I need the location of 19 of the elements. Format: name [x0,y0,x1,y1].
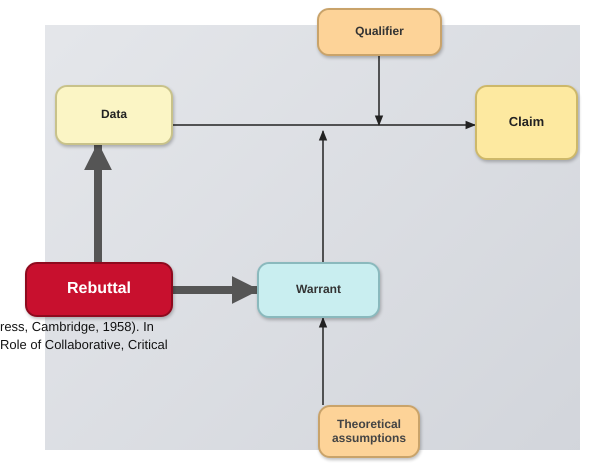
box-label: Data [100,108,127,122]
concept-box [55,85,173,145]
box-label: Claim [508,115,544,130]
concept-box [475,85,578,160]
arrow [374,56,384,126]
overlay-text: ress, Cambridge, 1958). In [0,319,154,334]
arrow [84,142,112,262]
arrow [318,316,328,405]
box-label: Theoretical assumptions [330,418,407,446]
box-label: Warrant [296,283,341,297]
concept-box [317,8,442,56]
overlay-text: Role of Collaborative, Critical [0,337,168,352]
concept-box [318,405,420,458]
box-label: Qualifier [355,25,404,39]
concept-box [25,262,173,317]
concept-box [257,262,380,318]
box-label: Rebuttal [67,280,131,299]
arrow [318,130,328,262]
arrow [173,120,476,130]
